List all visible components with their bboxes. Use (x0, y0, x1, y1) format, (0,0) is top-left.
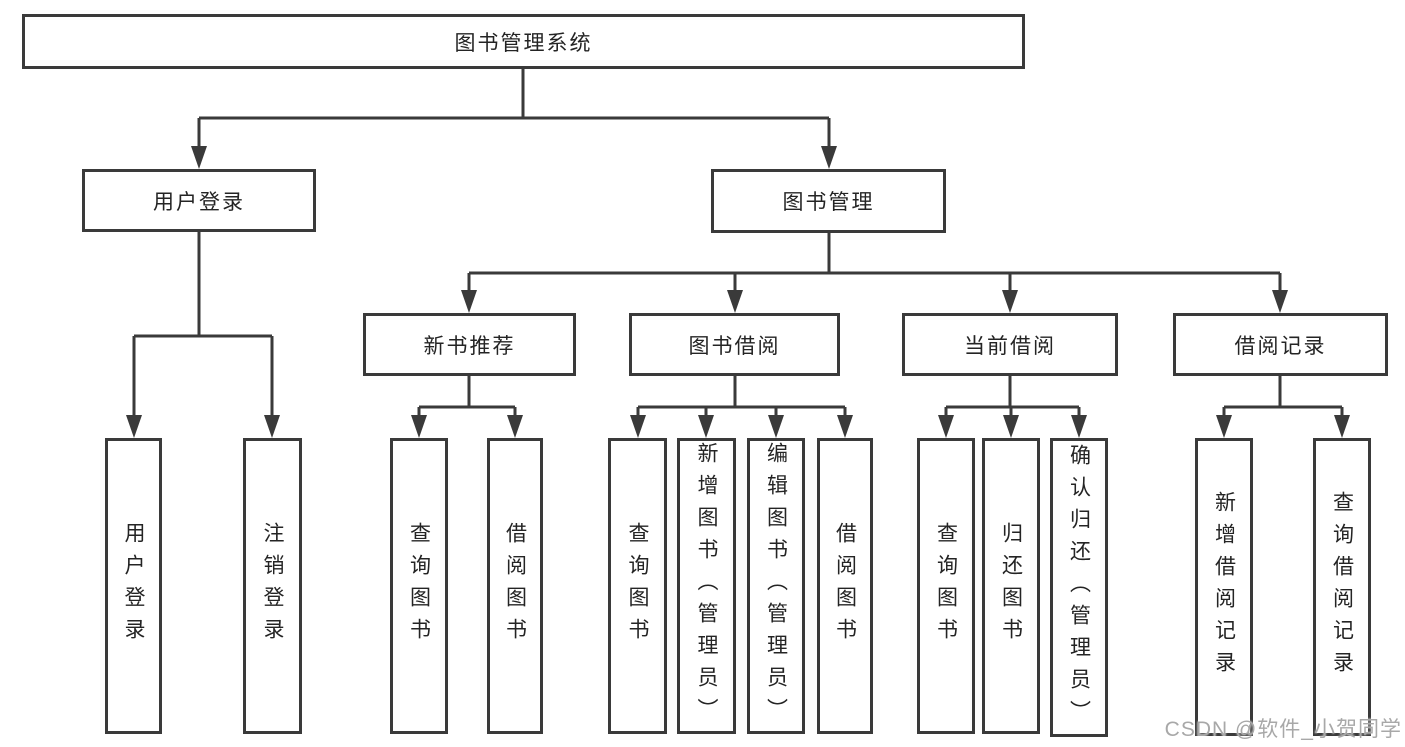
node-book-borrow: 图书借阅 (629, 313, 840, 376)
node-new-book-recommend: 新书推荐 (363, 313, 576, 376)
leaf-return-books-label: 归还图书 (999, 522, 1023, 650)
leaf-user-login: 用户登录 (105, 438, 162, 734)
node-root-label: 图书管理系统 (454, 31, 593, 55)
node-current-borrow: 当前借阅 (902, 313, 1118, 376)
leaf-edit-books-admin-label: 编辑图书（管理员） (764, 442, 788, 730)
leaf-add-books-admin: 新增图书（管理员） (677, 438, 736, 734)
csdn-watermark: CSDN @软件_小贺同学 (1164, 718, 1402, 741)
leaf-borrow-query-books: 查询图书 (608, 438, 667, 734)
node-borrow-records: 借阅记录 (1173, 313, 1388, 376)
leaf-recommend-query-books-label: 查询图书 (407, 522, 431, 650)
leaf-borrow-books-label: 借阅图书 (833, 522, 857, 650)
leaf-current-query-books: 查询图书 (917, 438, 975, 734)
leaf-recommend-borrow-books: 借阅图书 (487, 438, 543, 734)
leaf-borrow-books: 借阅图书 (817, 438, 873, 734)
leaf-borrow-query-books-label: 查询图书 (626, 522, 649, 650)
node-borrow-records-label: 借阅记录 (1234, 334, 1327, 358)
leaf-user-login-label: 用户登录 (122, 522, 145, 650)
leaf-recommend-query-books: 查询图书 (390, 438, 448, 734)
leaf-add-borrow-record: 新增借阅记录 (1195, 438, 1253, 736)
leaf-add-books-admin-label: 新增图书（管理员） (695, 442, 718, 730)
leaf-confirm-return-admin: 确认归还（管理员） (1050, 438, 1108, 737)
leaf-edit-books-admin: 编辑图书（管理员） (747, 438, 805, 734)
node-root: 图书管理系统 (22, 14, 1025, 69)
leaf-return-books: 归还图书 (982, 438, 1040, 734)
node-book-management: 图书管理 (711, 169, 946, 233)
node-book-management-label: 图书管理 (782, 191, 875, 214)
node-user-login: 用户登录 (82, 169, 316, 232)
leaf-add-borrow-record-label: 新增借阅记录 (1212, 491, 1236, 683)
leaf-current-query-books-label: 查询图书 (934, 522, 958, 650)
node-new-book-recommend-label: 新书推荐 (423, 334, 516, 358)
leaf-query-borrow-record-label: 查询借阅记录 (1330, 491, 1354, 683)
leaf-logout-label: 注销登录 (261, 522, 284, 650)
leaf-confirm-return-admin-label: 确认归还（管理员） (1067, 443, 1091, 732)
node-user-login-label: 用户登录 (153, 190, 245, 214)
node-book-borrow-label: 图书借阅 (688, 334, 781, 358)
node-current-borrow-label: 当前借阅 (964, 334, 1056, 358)
leaf-query-borrow-record: 查询借阅记录 (1313, 438, 1371, 736)
leaf-logout: 注销登录 (243, 438, 302, 734)
leaf-recommend-borrow-books-label: 借阅图书 (503, 522, 527, 650)
